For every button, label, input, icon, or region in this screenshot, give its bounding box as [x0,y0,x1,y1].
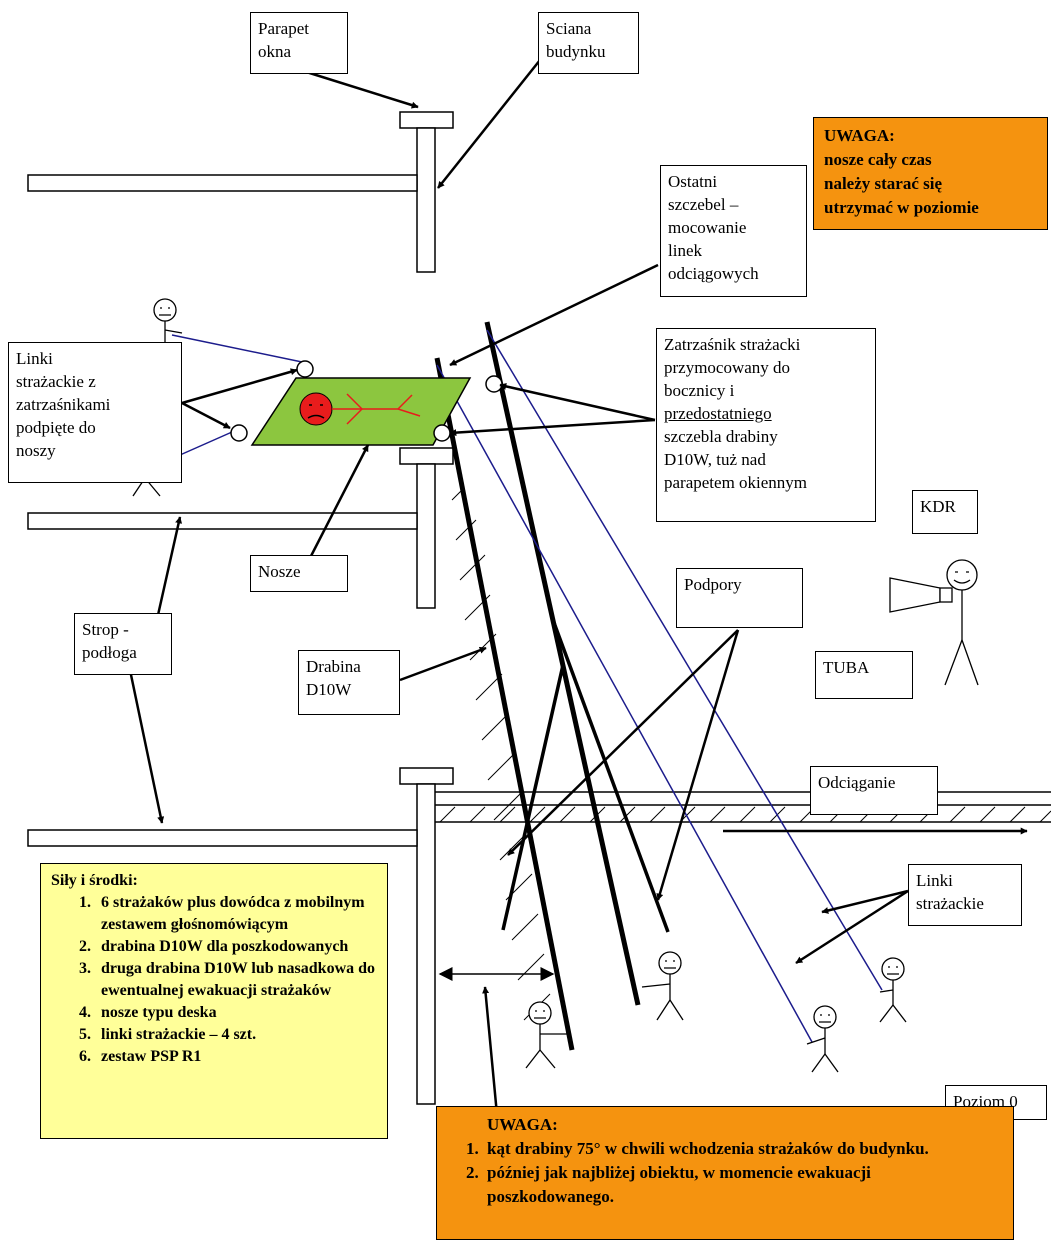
label-carabiner: Zatrzaśnik strażacki przymocowany do boc… [656,328,876,522]
label-ropes: Linki strażackie [908,864,1022,926]
arrows [128,49,1028,1169]
stretcher [230,360,503,446]
commander-figure [889,559,979,686]
floor-lower [27,829,418,847]
firefighter-figures [132,298,979,1073]
resources-item-5: linki strażackie – 4 szt. [95,1024,377,1046]
victim-body [332,393,421,425]
resources-panel: Siły i środki: 6 strażaków plus dowódca … [40,863,388,1139]
label-pulling: Odciąganie [810,766,938,815]
resources-item-6: zestaw PSP R1 [95,1046,377,1068]
warning-bottom-item-1: kąt drabiny 75° w chwili wchodzenia stra… [483,1137,1001,1161]
firefighter-ground-3 [806,1005,839,1073]
wall-middle [416,463,436,609]
floor-middle [27,512,418,530]
wall-upper [416,127,436,273]
warning-bottom-item-2: później jak najbliżej obiektu, w momenci… [483,1161,1001,1209]
warning-bottom-title: UWAGA: [487,1115,558,1134]
resources-title: Siły i środki: [51,872,138,889]
label-building-wall: Sciana budynku [538,12,639,74]
label-tuba: TUBA [815,651,913,699]
resources-item-2: drabina D10W dla poszkodowanych [95,936,377,958]
ropes [171,329,883,1043]
resources-item-3: druga drabina D10W lub nasadkowa do ewen… [95,958,377,1002]
window-sill-lower [399,767,454,785]
label-carabiner-underlined: przedostatniego [664,404,772,423]
resources-item-4: nosze typu deska [95,1002,377,1024]
firefighter-ground-2 [641,951,684,1021]
warning-top-title: UWAGA: [824,126,895,145]
warning-top-line-3: utrzymać w poziomie [824,198,979,217]
window-sill-middle [399,447,454,465]
label-supports: Podpory [676,568,803,628]
label-kdr: KDR [912,490,978,534]
warning-bottom-list: kąt drabiny 75° w chwili wchodzenia stra… [449,1137,1001,1209]
label-ladder: Drabina D10W [298,650,400,715]
label-stretcher-ropes: Linki strażackie z zatrzaśnikami podpięt… [8,342,182,483]
label-carabiner-pre: Zatrzaśnik strażacki przymocowany do boc… [664,335,801,400]
resources-item-1: 6 strażaków plus dowódca z mobilnym zest… [95,892,377,936]
warning-top: UWAGA: nosze cały czas należy starać się… [813,117,1048,230]
megaphone-icon [889,577,941,613]
label-carabiner-post: szczebla drabiny D10W, tuż nad parapetem… [664,427,808,492]
building [27,111,454,1105]
warning-top-line-2: należy starać się [824,174,943,193]
victim-head [299,392,333,426]
firefighter-ground-1 [525,1001,568,1069]
wall-lower [416,783,436,1105]
label-last-rung: Ostatni szczebel – mocowanie linek odcią… [660,165,807,297]
supports [501,619,670,933]
resources-list: 6 strażaków plus dowódca z mobilnym zest… [51,892,377,1068]
firefighter-ground-4 [879,957,907,1023]
warning-bottom: UWAGA: kąt drabiny 75° w chwili wchodzen… [436,1106,1014,1240]
label-window-parapet: Parapet okna [250,12,348,74]
floor-upper [27,174,418,192]
label-floor: Strop - podłoga [74,613,172,675]
warning-top-line-1: nosze cały czas [824,150,932,169]
window-sill-top [399,111,454,129]
label-stretcher: Nosze [250,555,348,592]
